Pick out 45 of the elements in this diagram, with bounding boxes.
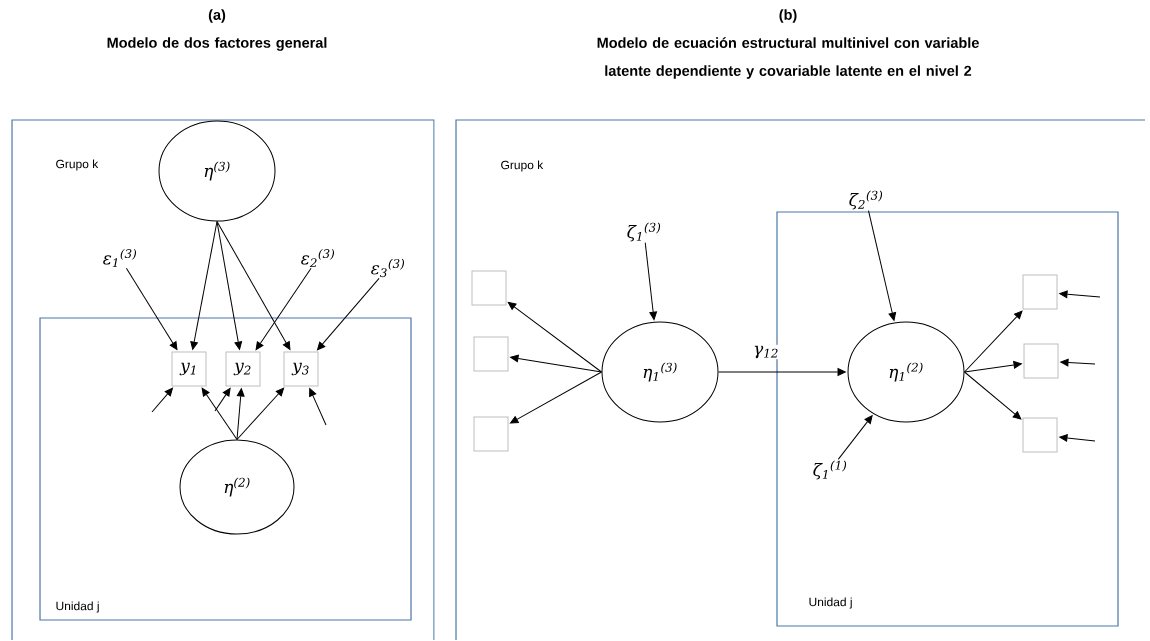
indicator-box xyxy=(1023,343,1059,379)
arrow xyxy=(964,310,1023,373)
arrow xyxy=(255,267,312,351)
panel-letter: (b) xyxy=(779,9,797,23)
indicator-box xyxy=(471,270,507,306)
arrow xyxy=(201,387,238,440)
arrow xyxy=(644,242,657,321)
arrow xyxy=(309,388,327,426)
arrow xyxy=(964,371,1022,420)
arrow xyxy=(964,361,1022,373)
panel-letter: (a) xyxy=(208,9,226,23)
arrow xyxy=(151,387,173,413)
error-term: ζ$_{1}$(1) xyxy=(813,460,847,480)
arrow xyxy=(1059,290,1101,299)
arrow xyxy=(837,415,873,460)
arrow xyxy=(510,354,602,373)
error-term: ζ$_{2}$(3) xyxy=(849,190,883,210)
arrow xyxy=(509,371,602,424)
arrow xyxy=(214,387,231,412)
indicator-box xyxy=(1022,274,1058,310)
arrow xyxy=(236,387,285,440)
panel-title: Modelo de dos factores general xyxy=(107,37,327,51)
arrow xyxy=(1059,434,1096,442)
indicator-box xyxy=(473,336,509,372)
error-term: ε$_{3}$(3) xyxy=(371,258,405,278)
indicator-box: y$_{2}$ xyxy=(225,351,261,387)
arrow xyxy=(868,210,897,321)
arrow xyxy=(236,388,245,440)
arrow xyxy=(216,221,243,350)
arrow xyxy=(317,277,380,351)
arrow xyxy=(718,368,846,376)
indicator-box: y$_{1}$ xyxy=(171,351,207,387)
indicator-box: y$_{3}$ xyxy=(283,351,319,387)
arrow xyxy=(216,221,291,351)
error-term: ε$_{2}$(3) xyxy=(301,248,335,268)
arrow xyxy=(125,267,178,351)
edge-label: γ$_{12}$ xyxy=(752,344,780,360)
indicator-box xyxy=(473,416,509,452)
indicator-box xyxy=(1022,417,1058,453)
arrow xyxy=(1060,358,1096,367)
arrow xyxy=(190,221,218,350)
error-term: ζ$_{1}$(3) xyxy=(627,222,661,242)
panel-title: Modelo de ecuación estructural multinivel con variable latente dependiente y covariable latente en el nivel 2 xyxy=(597,37,979,79)
arrow xyxy=(507,301,602,373)
error-term: ε$_{1}$(3) xyxy=(103,248,137,268)
